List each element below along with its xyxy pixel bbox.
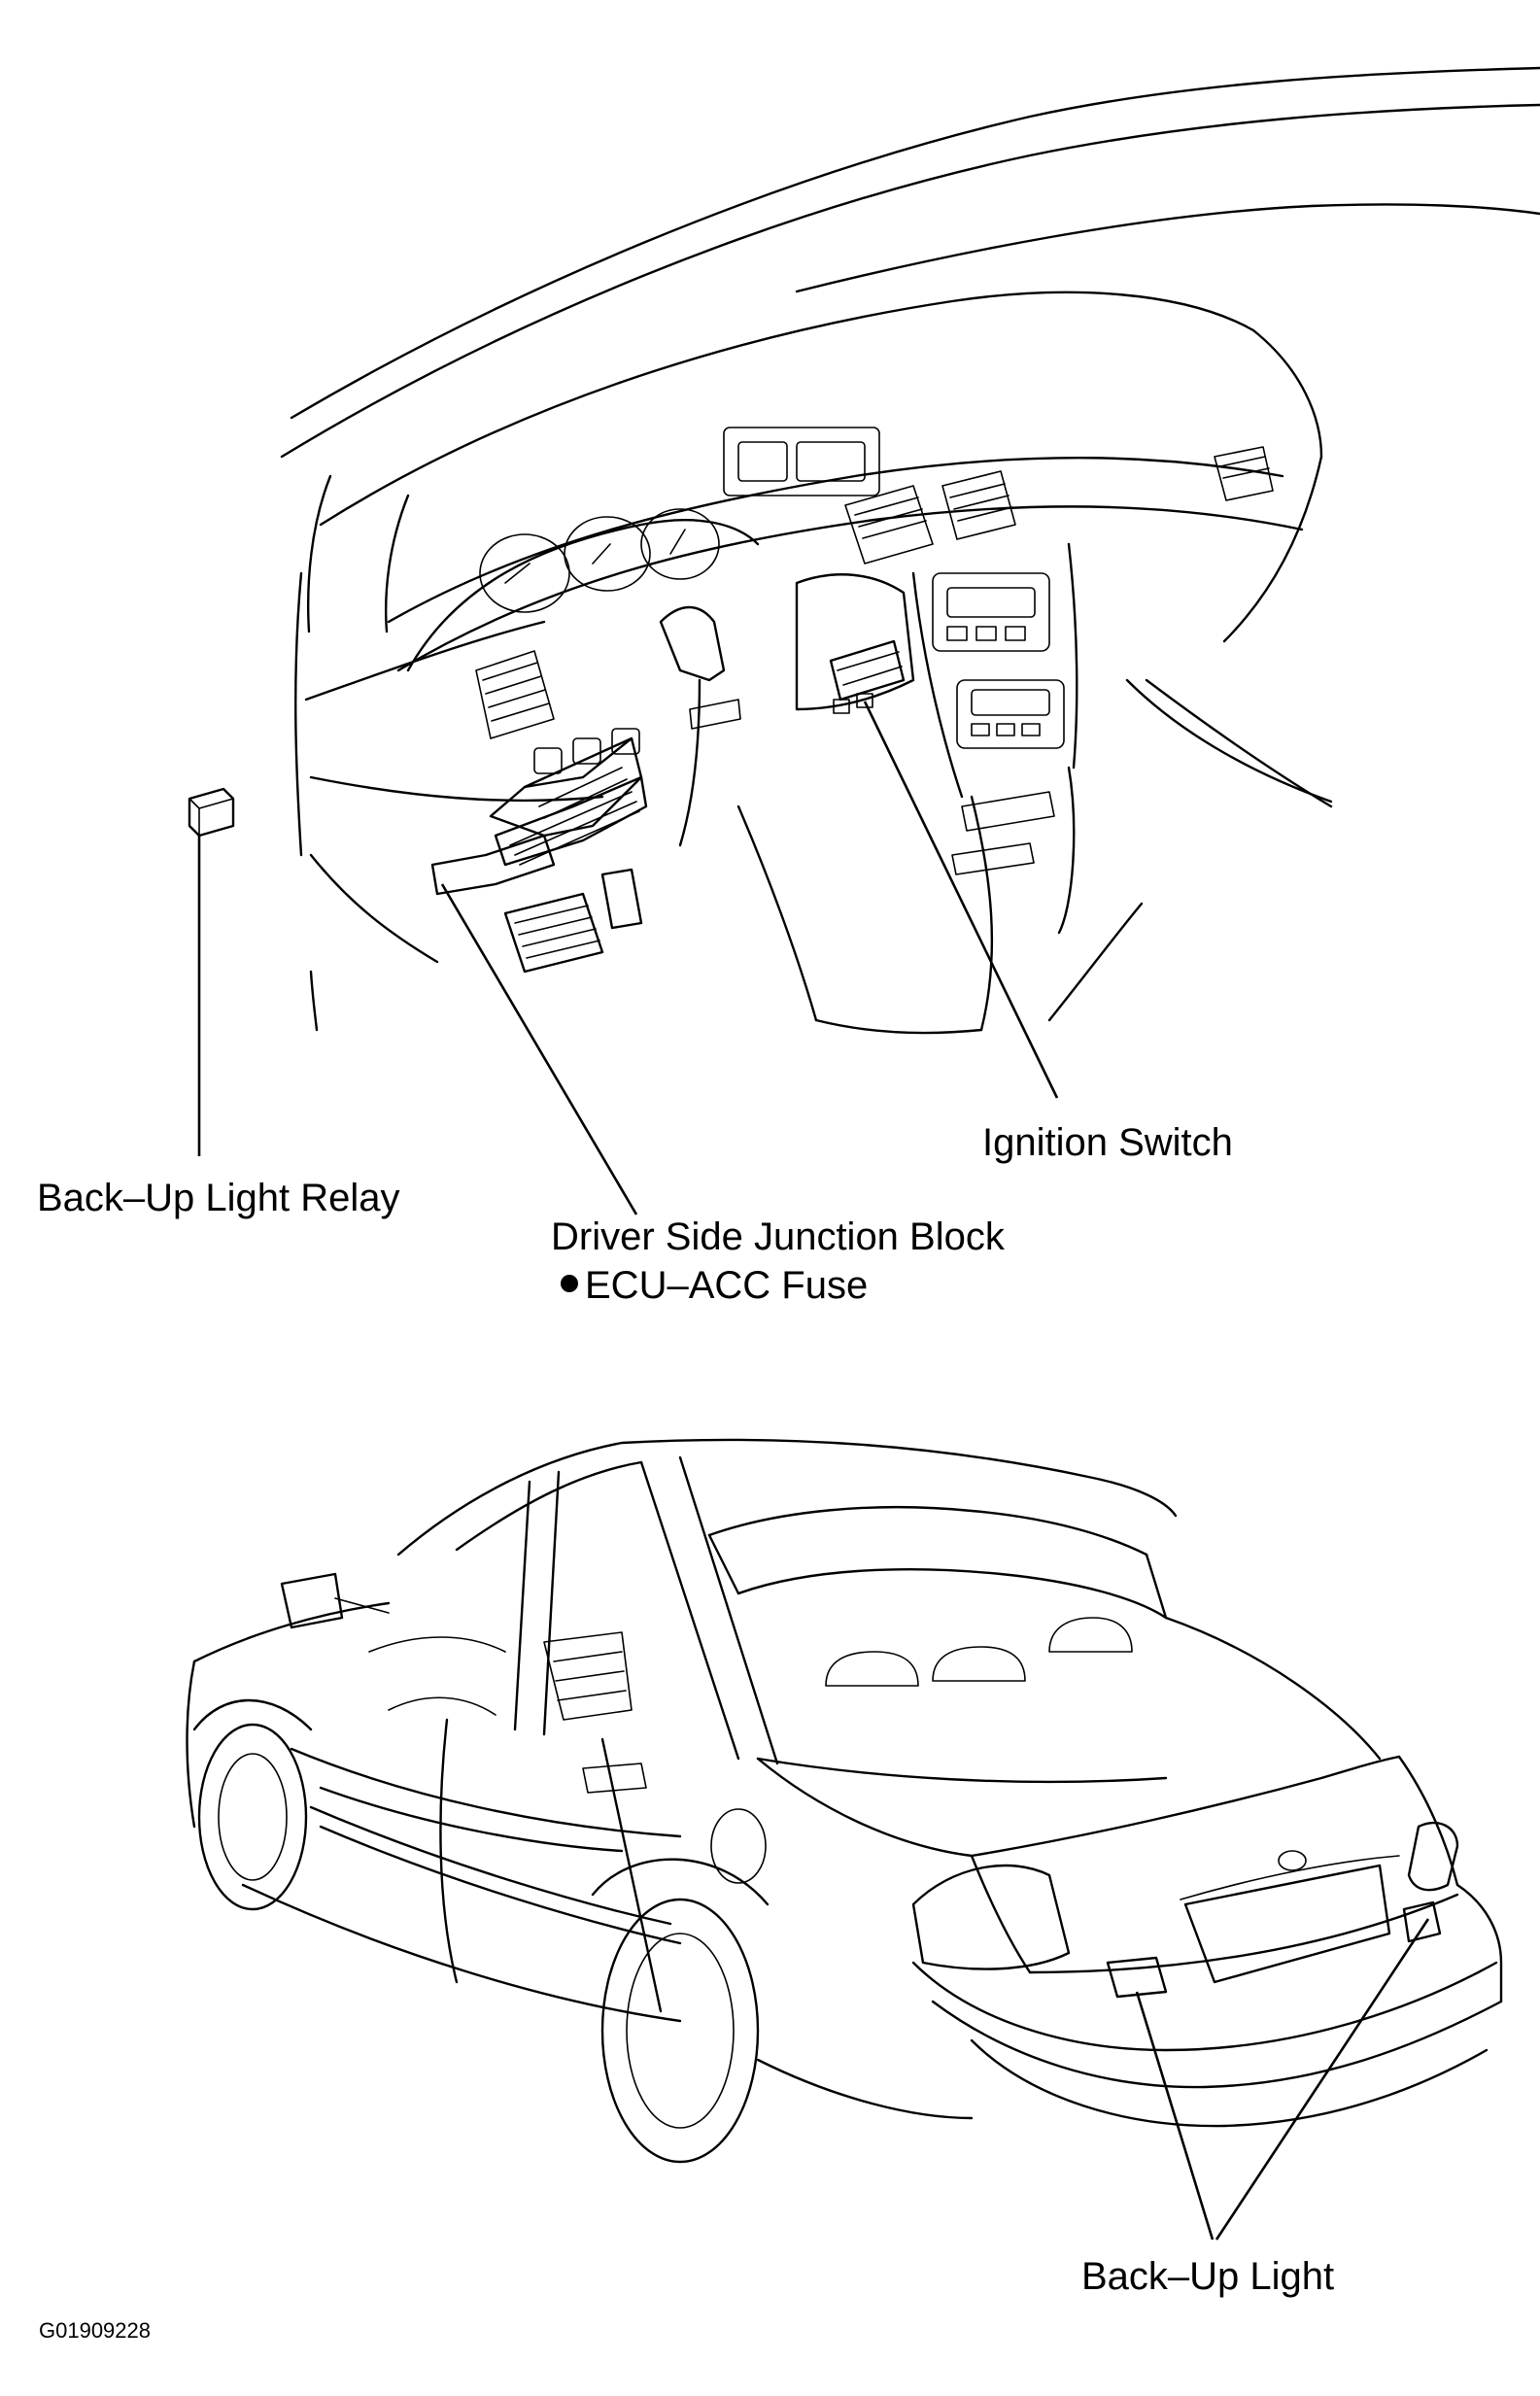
label-driver-side-junction-block: Driver Side Junction Block: [551, 1215, 1005, 1258]
leader-backup-light-right: [1215, 1918, 1430, 2241]
label-ignition-switch: Ignition Switch: [982, 1121, 1233, 1164]
leader-lines-bottom: [1135, 1918, 1430, 2241]
leader-lines-top: [197, 701, 1059, 1215]
label-backup-light-relay: Back–Up Light Relay: [37, 1177, 400, 1219]
bullet-icon: [561, 1275, 578, 1292]
figure-code: G01909228: [39, 2318, 151, 2343]
leader-backup-light-left: [1135, 1991, 1215, 2241]
sedan-illustration: [186, 1438, 1503, 2164]
leader-junction-block: [440, 883, 638, 1215]
dashboard-illustration: [188, 66, 1540, 1035]
backup-light-left: [1106, 1956, 1168, 1999]
label-backup-light: Back–Up Light: [1081, 2255, 1335, 2298]
backup-light-right: [1402, 1900, 1442, 1943]
label-ecu-acc-fuse: ECU–ACC Fuse: [585, 1264, 869, 1307]
leader-ignition-switch: [863, 701, 1059, 1099]
